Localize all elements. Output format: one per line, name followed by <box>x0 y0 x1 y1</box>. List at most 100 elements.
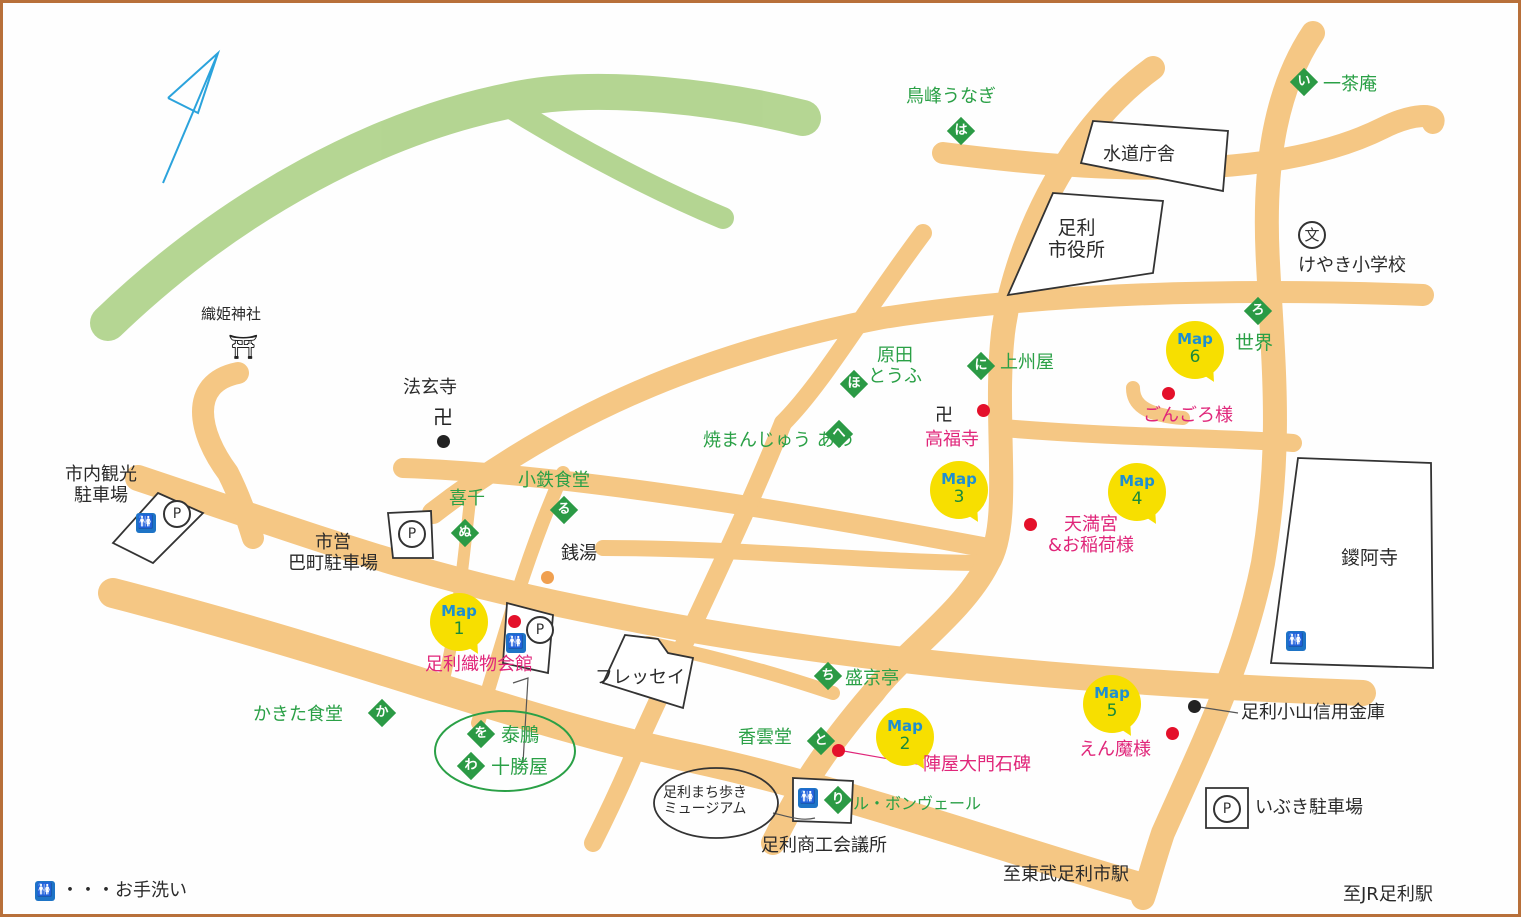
map-marker-1[interactable]: Map 1 <box>430 593 488 651</box>
shop-marker-nu[interactable]: ぬ <box>452 520 478 546</box>
map-marker-number: 1 <box>453 619 465 639</box>
to-tobu-station-label: 至東武足利市駅 <box>1003 864 1129 885</box>
shop-label-ka: かきた食堂 <box>253 704 343 725</box>
school-icon: 文 <box>1298 221 1326 249</box>
shop-label-wo: 泰鵬 <box>501 724 540 746</box>
shop-label-ri: ル・ボンヴェール <box>853 794 982 813</box>
restroom-icon: 🚻 <box>35 881 55 901</box>
shop-label-ha: 鳥峰うなぎ <box>906 86 996 107</box>
map-marker-number: 2 <box>899 734 911 754</box>
shop-marker-ro[interactable]: ろ <box>1245 298 1271 324</box>
shop-label-ro: 世界 <box>1235 332 1274 354</box>
map-marker-3[interactable]: Map 3 <box>930 461 988 519</box>
restroom-icon: 🚻 <box>1286 631 1306 651</box>
spot-2-label: 陣屋大門石碑 <box>923 754 1031 775</box>
parking-icon: P <box>1213 795 1241 823</box>
hougenji-marker <box>437 435 450 448</box>
water-bureau-label: 水道庁舎 <box>1103 144 1175 165</box>
banaji-label: 鑁阿寺 <box>1341 547 1399 569</box>
spot-6-marker <box>1162 387 1175 400</box>
roads <box>98 21 1445 910</box>
shop-marker-to[interactable]: と <box>808 728 834 754</box>
shop-marker-ka[interactable]: か <box>369 700 395 726</box>
city-tourist-parking-label: 市内観光 駐車場 <box>65 464 137 506</box>
map-marker-word: Map <box>887 717 923 735</box>
shop-bubble-outlines <box>434 710 779 839</box>
restroom-icon: 🚻 <box>506 633 526 653</box>
shop-key: わ <box>464 758 478 773</box>
shop-label-to: 香雲堂 <box>738 727 792 748</box>
orihime-shrine-label: 織姫神社 <box>201 305 262 323</box>
map-marker-number: 3 <box>953 487 965 507</box>
shop-key: ち <box>821 668 835 683</box>
map-marker-word: Map <box>1119 472 1155 490</box>
shop-key: は <box>954 123 968 138</box>
parking-icon: P <box>398 520 426 548</box>
shop-marker-i[interactable]: い <box>1291 69 1317 95</box>
map-marker-word: Map <box>941 470 977 488</box>
shop-marker-chi[interactable]: ち <box>815 663 841 689</box>
machi-aruki-museum-label: 足利まち歩き ミュージアム <box>663 785 747 818</box>
map-marker-number: 5 <box>1106 701 1118 721</box>
spot-2-marker <box>832 744 845 757</box>
legend-restroom-label: ・・・お手洗い <box>61 880 187 901</box>
shop-key: い <box>1297 74 1311 89</box>
shop-key: と <box>814 733 828 748</box>
fresay-label: フレッセイ <box>595 667 685 688</box>
map-marker-4[interactable]: Map 4 <box>1108 463 1166 521</box>
map-marker-5[interactable]: Map 5 <box>1083 675 1141 733</box>
spot-5-marker <box>1166 727 1179 740</box>
shop-key: に <box>974 358 988 373</box>
shop-key: ろ <box>1251 303 1265 318</box>
shop-marker-wo[interactable]: を <box>468 721 494 747</box>
road-network <box>90 21 1445 910</box>
parking-icon: P <box>526 616 554 644</box>
map-marker-number: 6 <box>1189 347 1201 367</box>
shop-label-ho: 原田 とうふ <box>868 345 922 387</box>
shop-marker-ha[interactable]: は <box>948 118 974 144</box>
shop-key: る <box>557 502 571 517</box>
ibuki-parking-label: いぶき駐車場 <box>1255 797 1363 818</box>
mountain-ridge <box>90 73 821 341</box>
shop-label-i: 一茶庵 <box>1323 74 1377 95</box>
shop-marker-ri[interactable]: り <box>825 787 851 813</box>
spot-3-label: 高福寺 <box>925 429 979 450</box>
map-marker-2[interactable]: Map 2 <box>876 708 934 766</box>
shop-label-he: 焼まんじゅう あわ <box>703 430 853 451</box>
shop-marker-he[interactable]: へ <box>826 421 852 447</box>
shop-marker-wa[interactable]: わ <box>458 753 484 779</box>
shrine-icon: ⛩ <box>228 333 259 361</box>
shop-label-nu: 喜千 <box>449 488 485 509</box>
shop-label-ru: 小鉄食堂 <box>518 470 590 491</box>
shop-key: ぬ <box>458 525 472 540</box>
map-marker-6[interactable]: Map 6 <box>1166 321 1224 379</box>
shop-label-ni: 上州屋 <box>1000 352 1054 373</box>
shop-key: り <box>831 792 845 807</box>
city-hall-label: 足利 市役所 <box>1048 217 1106 261</box>
spot-6-label: ごんごろ様 <box>1143 405 1233 426</box>
map-marker-word: Map <box>1177 330 1213 348</box>
spot-3-marker <box>977 404 990 417</box>
sento-marker <box>541 571 554 584</box>
city-tomoecho-parking-label: 市営 巴町駐車場 <box>288 532 378 574</box>
spot-4-marker <box>1024 518 1037 531</box>
sento-label: 銭湯 <box>561 543 597 564</box>
shop-key: ほ <box>847 376 861 391</box>
bank-marker <box>1188 700 1201 713</box>
shop-marker-ru[interactable]: る <box>551 497 577 523</box>
map-marker-word: Map <box>441 602 477 620</box>
shop-key: へ <box>832 426 846 441</box>
shop-key: を <box>474 726 488 741</box>
shop-marker-ni[interactable]: に <box>968 353 994 379</box>
shop-label-wa: 十勝屋 <box>491 756 549 778</box>
north-arrow <box>162 49 221 184</box>
parking-icon: P <box>163 500 191 528</box>
map-marker-word: Map <box>1094 684 1130 702</box>
temple-icon: 卍 <box>433 405 453 429</box>
hougenji-label: 法玄寺 <box>403 377 457 398</box>
keyaki-school-label: けやき小学校 <box>1298 255 1406 276</box>
temple-icon: 卍 <box>935 405 953 426</box>
shop-label-chi: 盛京亭 <box>845 668 899 689</box>
shop-marker-ho[interactable]: ほ <box>841 371 867 397</box>
